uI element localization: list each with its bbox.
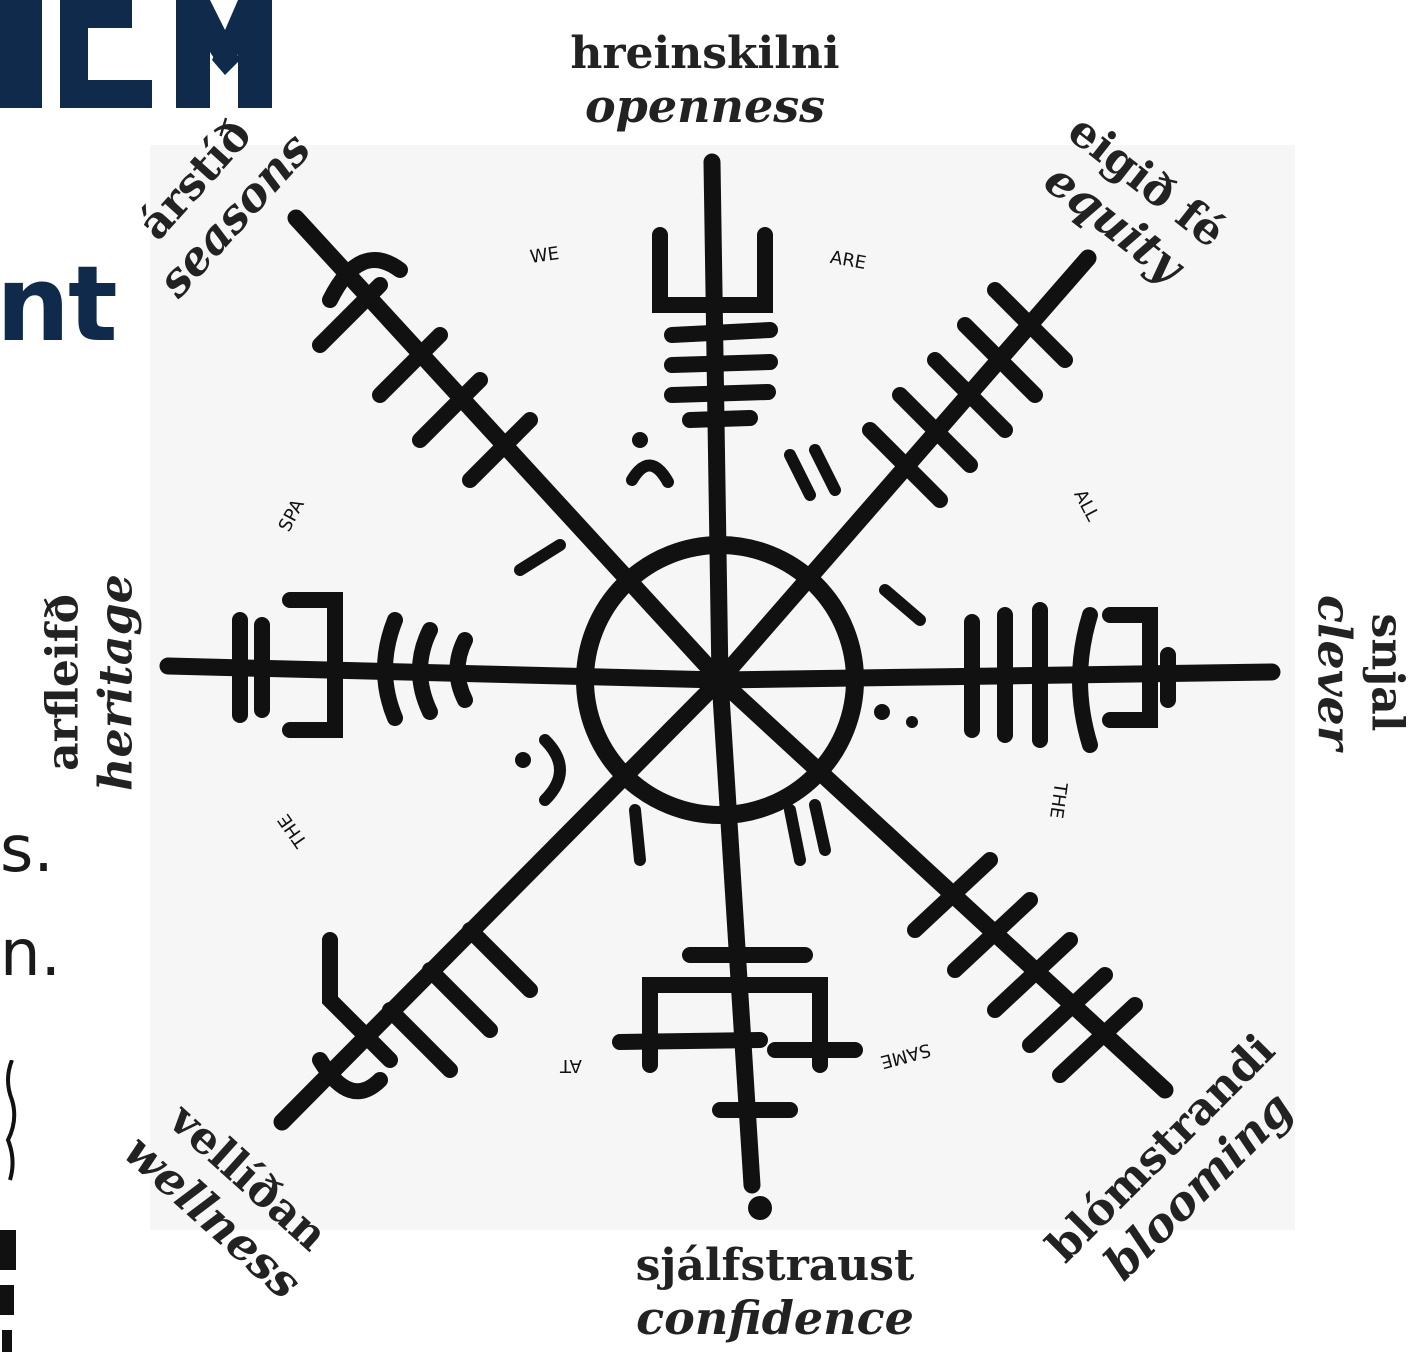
- label-south: sjálfstraust confidence: [595, 1240, 955, 1345]
- stave-northeast: [870, 290, 1065, 500]
- spoke-west: [168, 666, 720, 680]
- label-east-english: clever: [1308, 543, 1362, 803]
- ring-word-1: WE: [529, 243, 561, 268]
- label-west-icelandic: arfleifð: [38, 548, 89, 818]
- label-west: arfleifð heritage: [38, 548, 143, 818]
- label-east: snjal clever: [1308, 543, 1413, 803]
- label-south-icelandic: sjálfstraust: [595, 1240, 955, 1291]
- label-east-icelandic: snjal: [1362, 543, 1413, 803]
- label-west-english: heritage: [89, 548, 143, 818]
- spoke-east: [720, 672, 1272, 680]
- ring-word-6: AT: [560, 1055, 582, 1076]
- label-south-english: confidence: [595, 1291, 955, 1345]
- label-north-icelandic: hreinskilni: [540, 28, 870, 79]
- label-north-english: openness: [540, 79, 870, 133]
- stave-southwest: [320, 930, 530, 1091]
- label-north: hreinskilni openness: [540, 28, 870, 133]
